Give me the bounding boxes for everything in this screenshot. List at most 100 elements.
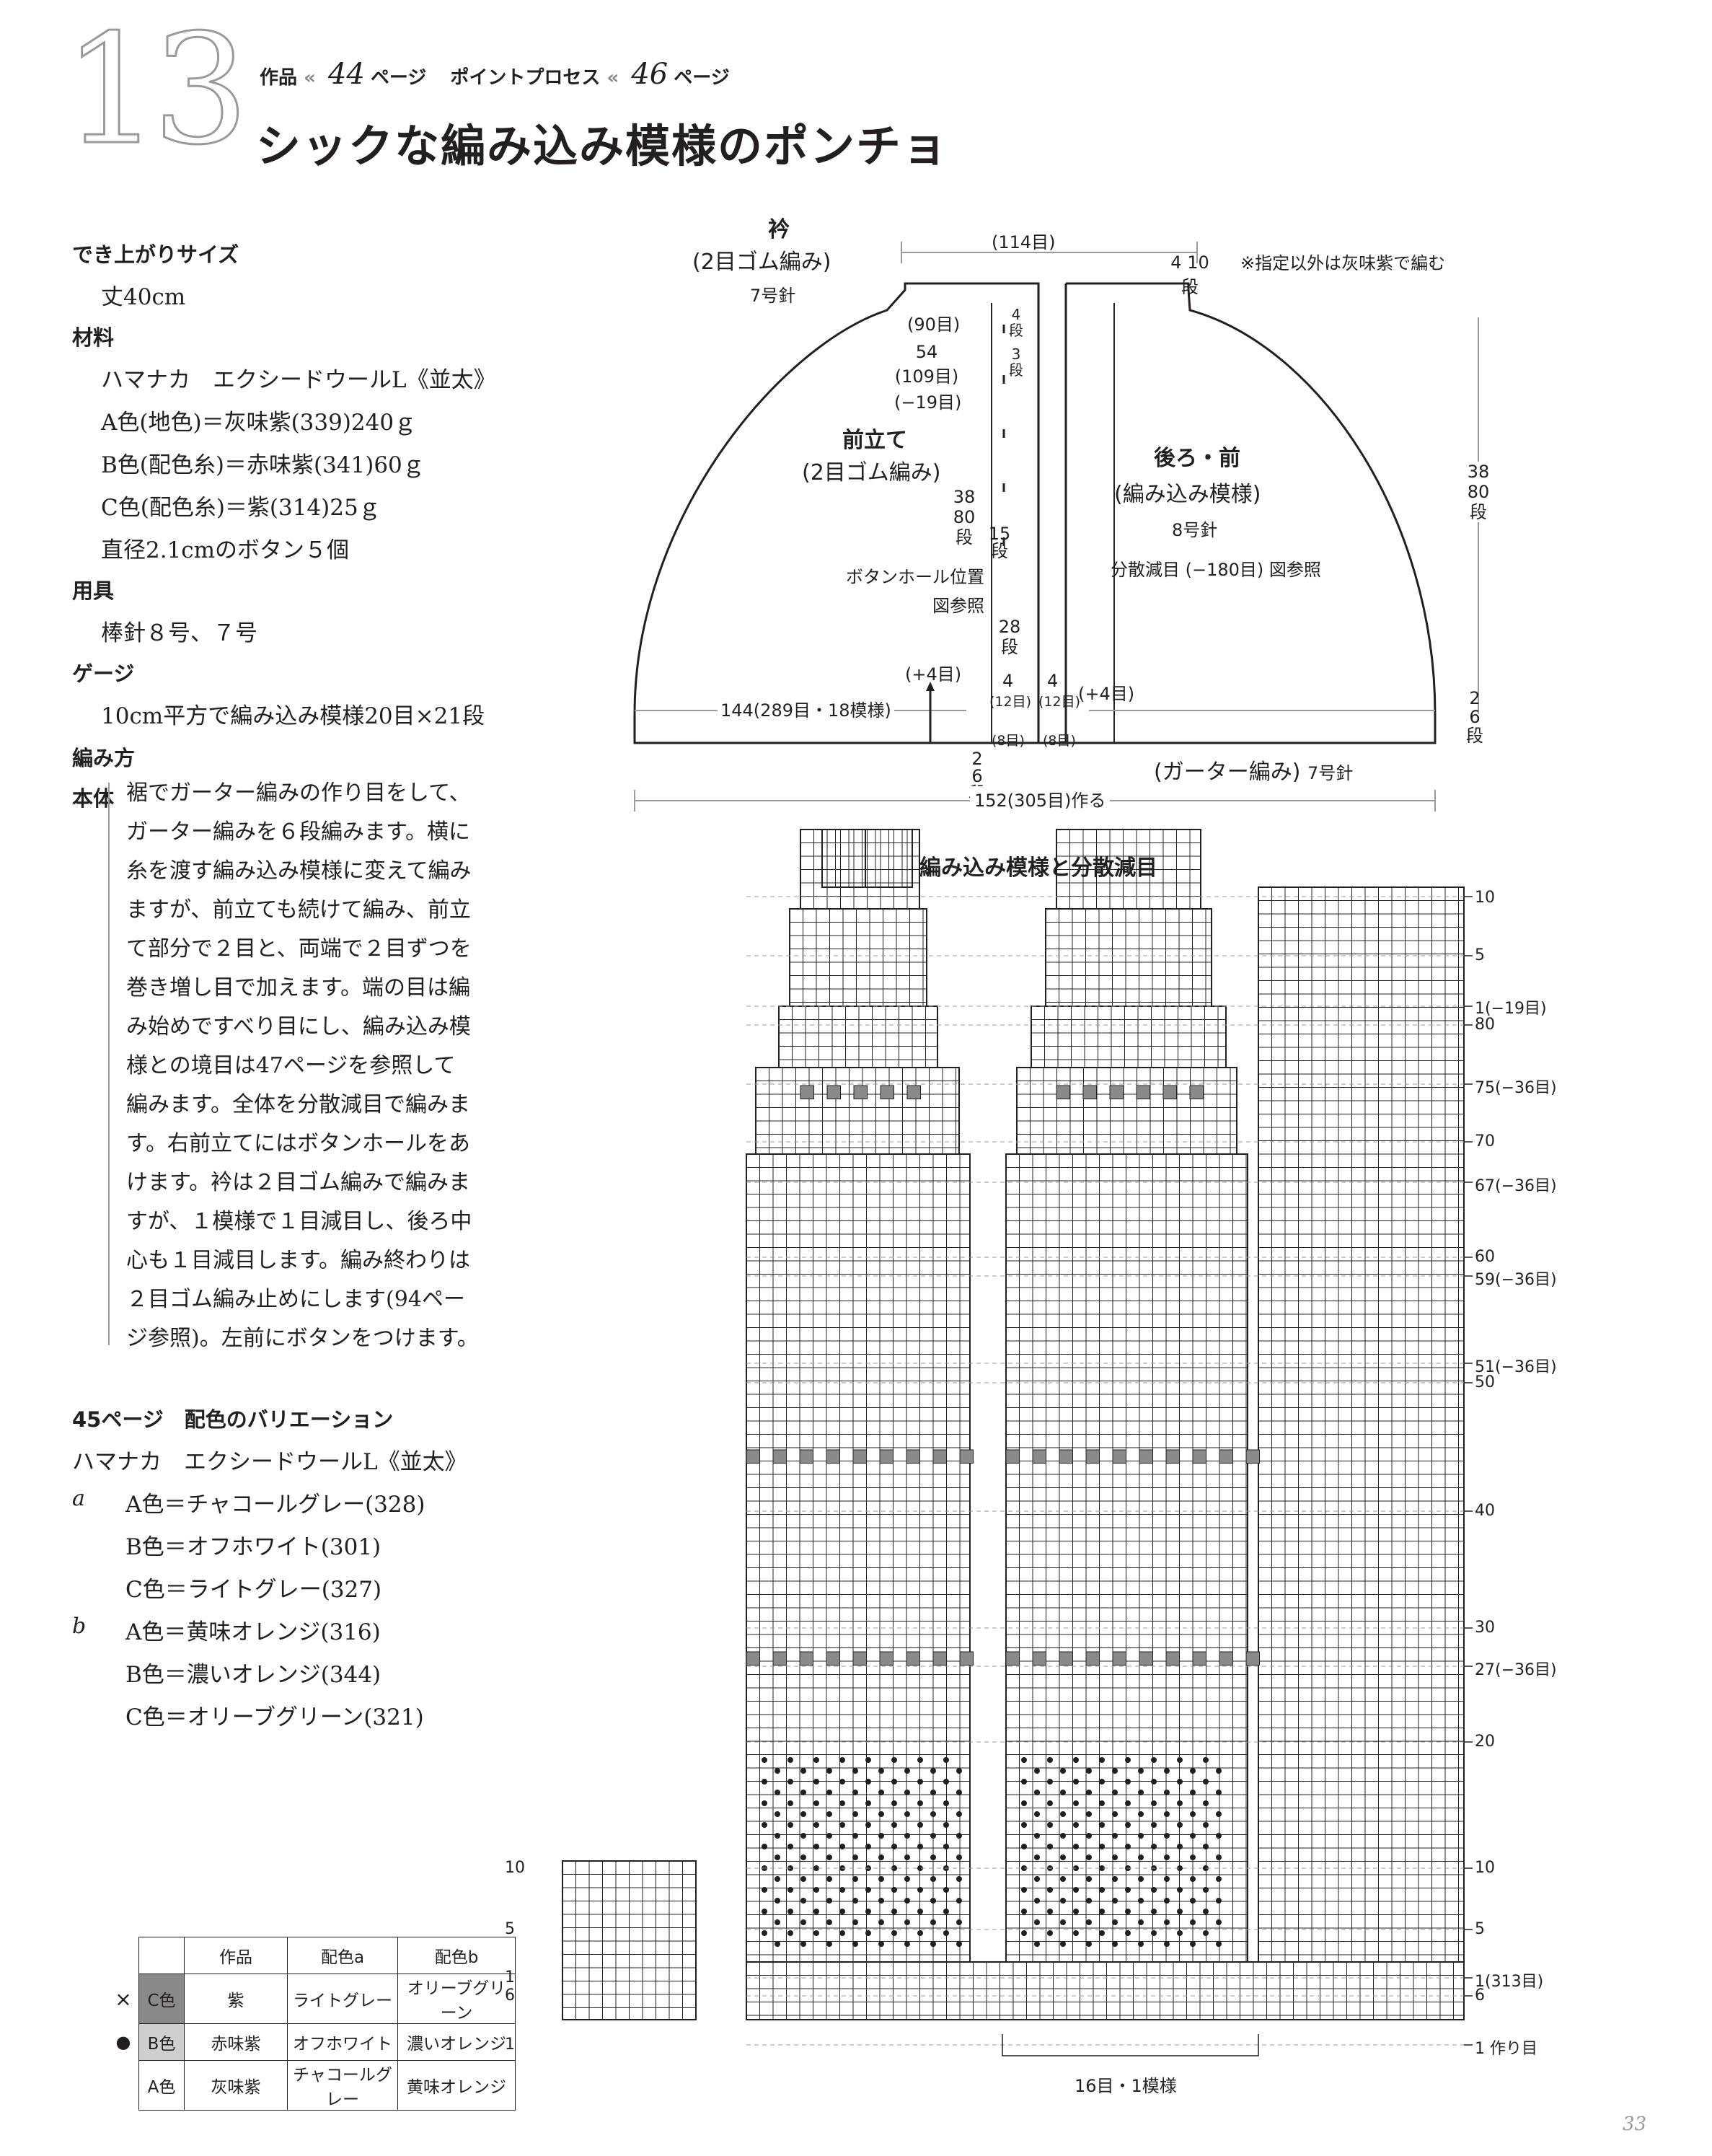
cross-symbol: × [115,1986,132,2011]
row-label: 59(−36目) [1475,1271,1557,1289]
decrease-note: 分散減目 (−180目) 図参照 [1111,560,1321,580]
row-label: 10 [1475,889,1495,907]
variation-b-3: C色＝オリーブグリーン(321) [125,1704,424,1730]
chart-title: 編み込み模様と分散減目 [919,855,1157,881]
chapter-number: 13 [62,1,250,178]
garter-label: (ガーター編み) 7号針 [1154,760,1354,785]
collar-label: 衿 [768,217,790,242]
row-label: 5 [505,1920,515,1938]
row-arrows [1464,896,1473,2046]
meta-label-process: ポイントプロセス [450,67,601,89]
key-header: 配色a [287,1937,398,1974]
key-color-name: B色 [138,2023,185,2061]
variation-a-1: A色＝チャコールグレー(328) [125,1492,425,1518]
size-heading: でき上がりサイズ [72,242,239,267]
instruction-line: ガーター編みを６段編みます。横に [126,819,470,845]
key-cell: 黄味オレンジ [397,2060,516,2111]
instruction-line: 心も１目減目します。編み終わりは [126,1248,470,1273]
key-cell: チャコールグレー [287,2060,398,2111]
row-label: 5 [1475,946,1485,964]
sts12-right: (12目) [1038,694,1081,710]
tools-heading: 用具 [72,578,115,603]
row-label: 51(−36目) [1475,1358,1557,1376]
meta-page-process: 46 [631,58,669,91]
key-color-name: C色 [138,1974,185,2024]
key-cell: オリーブグリーン [397,1974,516,2024]
variation-a-3: C色＝ライトグレー(327) [125,1577,382,1603]
body-needle: 8号針 [1172,520,1218,540]
row-guides [746,896,1471,2046]
cast-on-label: 152(305目)作る [970,786,1111,811]
row-label: 27(−36目) [1475,1661,1557,1679]
instruction-line: す。右前立てにはボタンホールをあ [126,1131,470,1156]
plus4-right: (+4目) [1078,684,1135,704]
row-label: 60 [1475,1248,1495,1266]
row-label: 30 [1475,1619,1495,1637]
meta-page-work: 44 [327,58,365,91]
chart-contrast-rows [746,1085,1260,1666]
row-label: 40 [1475,1502,1495,1520]
key-header: 配色b [397,1937,516,1974]
body-stitch: (編み込み模様) [1114,482,1261,507]
row-label: 1 作り目 [1475,2040,1537,2058]
buttons: 直径2.1cmのボタン５個 [101,537,350,563]
dec-19: (−19目) [894,392,962,413]
instruction-line: み始めですべり目にし、編み込み模 [126,1014,471,1039]
meta-unit-work: ページ [370,67,427,89]
yarn-name: ハマナカ エクシードウールL《並太》 [101,367,496,393]
size-value: 丈40cm [101,284,186,310]
meta-unit-process: ページ [674,67,730,89]
diagram-note: ※指定以外は灰味紫で編む [1240,253,1446,273]
row-label: 1(313目) [1475,1973,1544,1991]
body-label: 後ろ・前 [1154,446,1240,471]
collar-stitch: (2目ゴム編み) [692,250,831,275]
top-stitches: (114目) [992,232,1056,252]
key-corner [138,1937,185,1974]
variation-heading: 45ページ 配色のバリエーション [72,1407,394,1432]
chart-grid [562,829,1465,2020]
poncho-schematic [633,242,1479,811]
variation-b-mark: b [72,1614,87,1639]
hem-width: 144(289目・18模様) [718,696,894,721]
row-label: 80 [1475,1016,1495,1034]
variation-b-2: B色＝濃いオレンジ(344) [125,1662,381,1688]
color-variation: 45ページ 配色のバリエーション ハマナカ エクシードウールL《並太》 a A色… [72,1403,467,1731]
key-color-name: A色 [138,2060,185,2111]
repeat-bracket [1002,2034,1259,2056]
variation-a-mark: a [72,1486,85,1511]
instruction-line: て部分で２目と、両端で２目ずつを [126,936,472,962]
width-54: 54(109目) [894,342,959,387]
color-b: B色(配色糸)＝赤味紫(341)60ｇ [101,452,425,478]
method-heading: 編み方 [72,746,136,770]
body-heading: 本体 [72,786,115,811]
key-cell: ライトグレー [287,1974,398,2024]
instruction-line: 裾でガーター編みの作り目をして、 [126,780,471,806]
stitches-90: (90目) [907,314,961,335]
materials-heading: 材料 [72,325,115,350]
row-label: 10 [505,1859,525,1877]
front-band-label: 前立て [842,428,907,453]
row-label: 5 [1475,1920,1485,1938]
dot-symbol: ● [115,2032,131,2052]
key-header: 作品 [184,1937,288,1974]
row-label: 70 [1475,1132,1495,1150]
row-label: 50 [1475,1373,1495,1391]
chart-dots [762,1757,1222,1947]
row-label: 75(−36目) [1475,1079,1557,1097]
front-band-stitch: (2目ゴム編み) [802,460,941,485]
tools-value: 棒針８号、７号 [101,620,257,646]
instruction-line: ２目ゴム編み止めにします(94ペー [126,1287,465,1312]
gauge-value: 10cm平方で編み込み模様20目×21段 [101,703,485,729]
instruction-line: 編みます。全体を分散減目で編みま [126,1092,470,1117]
sts8-right: (8目) [1043,733,1076,749]
gauge-heading: ゲージ [72,661,135,686]
variation-b-1: A色＝黄味オレンジ(316) [125,1619,381,1645]
instruction-line: 巻き増し目で加えます。端の目は編 [126,975,470,1000]
